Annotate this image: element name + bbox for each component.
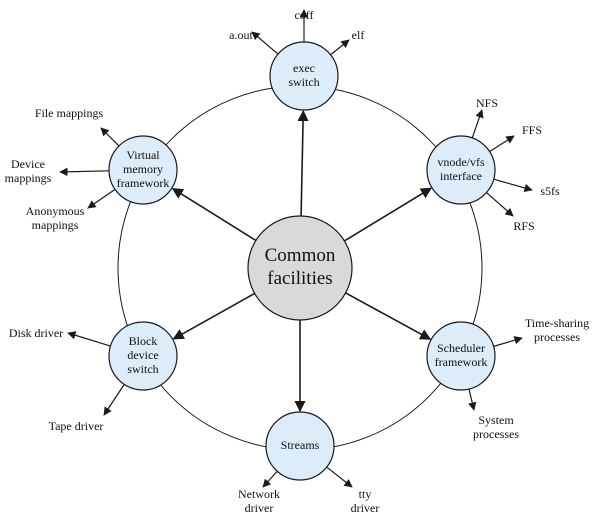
scheduler-framework-label-line-2: framework bbox=[435, 355, 488, 369]
block-device-switch-label-line-1: Block bbox=[129, 334, 158, 348]
elf-label-line-1: elf bbox=[352, 28, 365, 42]
anonymous-mappings-label-line-1: Anonymous bbox=[26, 204, 85, 218]
streams-circle bbox=[265, 411, 335, 481]
arrow-to-anonymous-mappings bbox=[87, 188, 116, 209]
vnode-vfs-interface-circle bbox=[426, 135, 496, 205]
vnode-vfs-interface-label-line-1: vnode/vfs bbox=[437, 155, 485, 169]
nfs-label-line-1: NFS bbox=[476, 96, 498, 110]
arrow-to-virtual-memory-framework bbox=[171, 187, 257, 242]
arrow-to-vnode-vfs-interface bbox=[344, 187, 433, 242]
coff-label-line-1: coff bbox=[294, 8, 313, 22]
arrow-to-nfs bbox=[471, 109, 484, 139]
time-sharing-processes-label-line-1: Time-sharing bbox=[525, 316, 589, 330]
network-driver-label-line-2: driver bbox=[245, 501, 274, 515]
leaf-file-mappings: File mappings bbox=[35, 106, 104, 120]
arrow-to-s5fs bbox=[493, 178, 533, 192]
arrow-to-scheduler-framework bbox=[345, 292, 432, 340]
arrow-to-a-out bbox=[251, 31, 279, 55]
exec-switch-circle bbox=[269, 41, 339, 111]
center-label-line-1: Common bbox=[265, 245, 336, 266]
ffs-label-line-1: FFS bbox=[522, 123, 542, 137]
virtual-memory-framework-label-line-2: memory bbox=[123, 162, 163, 176]
arrow-to-rfs bbox=[486, 192, 514, 217]
arrow-to-elf bbox=[330, 39, 350, 56]
anonymous-mappings-label-line-2: mappings bbox=[32, 218, 79, 232]
arrow-to-system-processes bbox=[468, 388, 477, 411]
s5fs-label-line-1: s5fs bbox=[540, 184, 560, 198]
system-processes-label-line-2: processes bbox=[473, 427, 519, 441]
arrow-to-disk-driver bbox=[67, 331, 111, 347]
arrow-to-ffs bbox=[489, 135, 515, 153]
device-mappings-label-line-2: mappings bbox=[5, 171, 52, 185]
virtual-memory-framework-label-line-1: Virtual bbox=[126, 148, 160, 162]
file-mappings-label-line-1: File mappings bbox=[35, 106, 104, 120]
scheduler-framework-label-line-1: Scheduler bbox=[437, 341, 485, 355]
a-out-label-line-1: a.out bbox=[229, 28, 253, 42]
device-mappings-label-line-1: Device bbox=[11, 157, 45, 171]
block-device-switch-label-line-2: device bbox=[127, 348, 158, 362]
tty-driver-label-line-1: tty bbox=[359, 487, 372, 501]
streams-label-line-1: Streams bbox=[281, 438, 320, 452]
time-sharing-processes-label-line-2: processes bbox=[534, 330, 580, 344]
exec-switch-label-line-2: switch bbox=[288, 75, 319, 89]
leaf-tape-driver: Tape driver bbox=[49, 419, 104, 433]
block-device-switch-circle bbox=[108, 321, 178, 391]
tape-driver-label-line-1: Tape driver bbox=[49, 419, 104, 433]
leaf-ffs: FFS bbox=[522, 123, 542, 137]
virtual-memory-framework-label-line-3: framework bbox=[117, 176, 170, 190]
virtual-memory-framework-circle bbox=[108, 135, 178, 205]
leaf-a-out: a.out bbox=[229, 28, 253, 42]
arrow-to-time-sharing-processes bbox=[493, 336, 523, 347]
arrow-to-tape-driver bbox=[103, 384, 125, 416]
leaf-elf: elf bbox=[352, 28, 365, 42]
leaf-coff: coff bbox=[294, 8, 313, 22]
arrow-to-tty-driver bbox=[326, 466, 353, 488]
center-label-line-2: facilities bbox=[267, 268, 332, 289]
leaf-s5fs: s5fs bbox=[540, 184, 560, 198]
system-processes-label-line-1: System bbox=[478, 413, 514, 427]
block-device-switch-label-line-3: switch bbox=[127, 362, 158, 376]
vnode-vfs-interface-label-line-2: interface bbox=[440, 169, 482, 183]
leaf-rfs: RFS bbox=[513, 219, 534, 233]
tty-driver-label-line-2: driver bbox=[351, 501, 380, 515]
arrow-to-network-driver bbox=[262, 470, 278, 488]
arrow-to-device-mappings bbox=[59, 167, 110, 177]
scheduler-framework-circle bbox=[426, 321, 496, 391]
arrow-to-file-mappings bbox=[100, 127, 120, 147]
exec-switch-label-line-1: exec bbox=[293, 61, 315, 75]
arrow-to-exec-switch bbox=[297, 109, 309, 217]
disk-driver-label-line-1: Disk driver bbox=[9, 326, 63, 340]
network-driver-label-line-1: Network bbox=[238, 487, 280, 501]
leaf-disk-driver: Disk driver bbox=[9, 326, 63, 340]
center-circle bbox=[247, 215, 353, 321]
leaf-nfs: NFS bbox=[476, 96, 498, 110]
arrow-to-block-device-switch bbox=[172, 292, 256, 340]
node-streams: Streams bbox=[265, 411, 335, 481]
rfs-label-line-1: RFS bbox=[513, 219, 534, 233]
